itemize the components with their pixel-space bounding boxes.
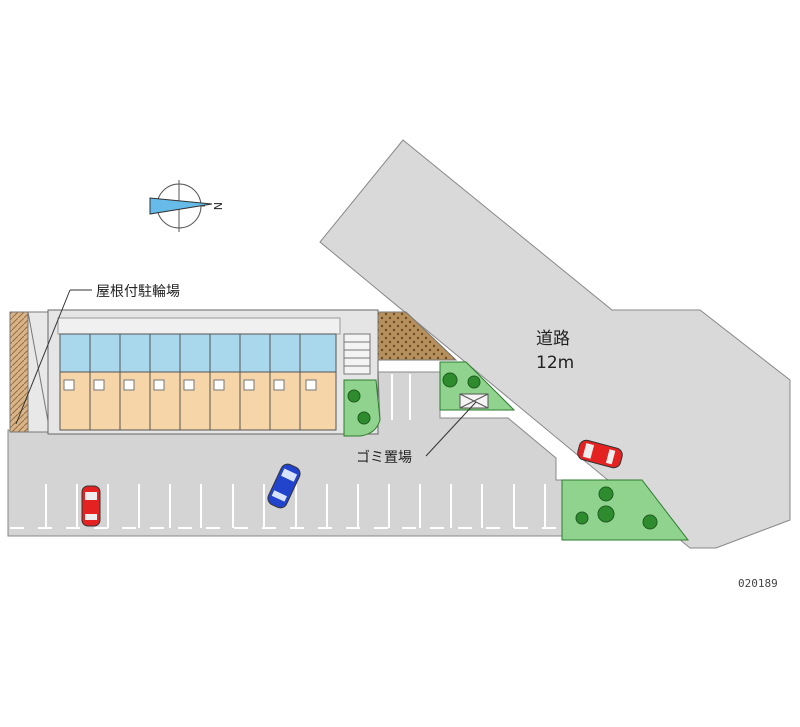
compass-icon: N [149,180,224,232]
green-area-left [343,379,381,437]
unit-details [63,379,317,391]
red-car-road [577,439,623,469]
parking-stalls [45,484,546,528]
blue-car-lot [267,463,301,509]
map-code: 020189 [738,577,778,590]
garbage-leader-line [425,401,477,457]
building-corridor [57,317,341,335]
brick-planter [377,311,458,361]
stairs [343,333,371,375]
garbage-label: ゴミ置場 [356,449,412,466]
road-width-label: 12m [536,353,574,373]
red-car-lot [81,485,101,527]
road [319,139,791,549]
bicycle-parking-label: 屋根付駐輪場 [96,283,180,300]
north-label: N [211,202,224,210]
units [59,333,337,431]
road-name-label: 道路 [536,329,570,349]
lot-lane-lines [391,374,411,420]
